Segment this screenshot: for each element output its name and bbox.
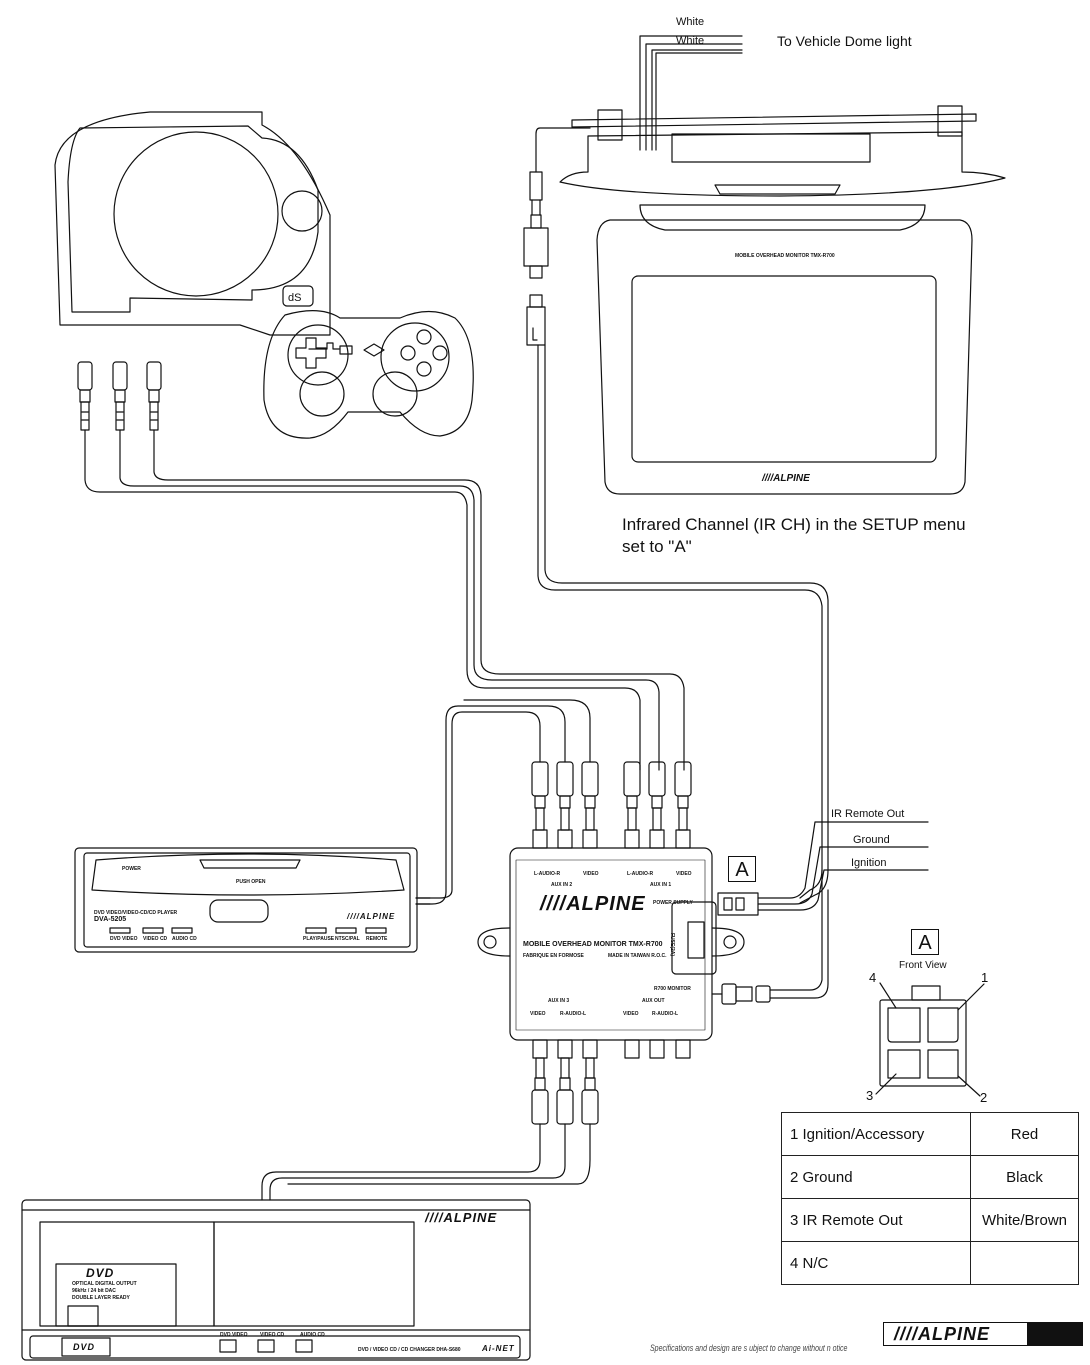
pin-cell: 3 IR Remote Out [781, 1198, 971, 1242]
pin-cell: 4 N/C [781, 1241, 971, 1285]
dvd-changer-feature-2: 96kHz / 24 bit DAC [72, 1288, 116, 1294]
r700-monitor-label: R700 MONITOR [654, 986, 691, 992]
color-cell: White/Brown [970, 1198, 1079, 1242]
table-row: 3 IR Remote Out White/Brown [781, 1198, 1079, 1242]
table-row: 2 Ground Black [781, 1155, 1079, 1199]
dvd-changer-btn-dvd-video: DVD VIDEO [220, 1332, 248, 1338]
dvd-player-icon [74, 847, 431, 953]
pin-assignment-table: 1 Ignition/Accessory Red 2 Ground Black … [781, 1112, 1079, 1285]
monitor-model-label: MOBILE OVERHEAD MONITOR TMX-R700 [735, 253, 835, 259]
dvd-player-power-label: POWER [122, 866, 141, 872]
control-box-icon [477, 821, 929, 1059]
pin-cell: 1 Ignition/Accessory [781, 1112, 971, 1156]
color-cell: Red [970, 1112, 1079, 1156]
dvd-player-btn-video-cd: VIDEO CD [143, 936, 168, 942]
auxout-video-label: VIDEO [623, 1011, 639, 1017]
footer-logo-block [1027, 1323, 1082, 1345]
dvd-changer-btn-audio-cd: AUDIO CD [300, 1332, 325, 1338]
dvd-player-btn-play-pause: PLAY/PAUSE [303, 936, 335, 942]
control-box-input-plugs [415, 699, 692, 905]
dvd-player-btn-remote: REMOTE [366, 936, 388, 942]
control-box-made-in: MADE IN TAIWAN R.O.C. [608, 953, 667, 959]
color-cell: Black [970, 1155, 1079, 1199]
control-box-brand: ////ALPINE [540, 893, 646, 915]
aux2-audio-label: L-AUDIO-R [534, 871, 561, 877]
monitor-brand-label: ////ALPINE [761, 473, 810, 484]
aux-out-label: AUX OUT [642, 998, 665, 1004]
dvd-changer-feature-1: OPTICAL DIGITAL OUTPUT [72, 1281, 137, 1287]
dvd-player-title: DVD VIDEO/VIDEO-CD/CD PLAYER [94, 910, 178, 916]
connector-pin-3: 3 [866, 1088, 874, 1103]
overhead-monitor-icon: MOBILE OVERHEAD MONITOR TMX-R700 ////ALP… [523, 35, 1006, 904]
gamepad-icon [263, 310, 474, 439]
power-supply-label: POWER SUPPLY [653, 900, 693, 906]
dvd-player-model: DVA-5205 [94, 916, 127, 923]
footer-logo: ////ALPINE [883, 1322, 1083, 1346]
footer-disclaimer: Specifications and design are s ubject t… [650, 1343, 848, 1353]
svg-text:dS: dS [288, 292, 301, 304]
dome-wire-label-2: White [676, 35, 705, 47]
table-row: 1 Ignition/Accessory Red [781, 1112, 1079, 1156]
dvd-changer-badge: DVD [86, 1266, 115, 1280]
table-row: 4 N/C [781, 1241, 1079, 1285]
dvd-player-btn-dvd-video: DVD VIDEO [110, 936, 138, 942]
game-console-icon: dS [54, 111, 331, 336]
dvd-changer-btn-video-cd: VIDEO CD [260, 1332, 285, 1338]
dvd-changer-ainet: Ai-NET [482, 1344, 515, 1353]
footer-brand: ////ALPINE [894, 1324, 991, 1344]
dvd-changer-feature-3: DOUBLE LAYER READY [72, 1295, 130, 1301]
auxout-audio-label: R-AUDIO-L [652, 1011, 679, 1017]
dvd-changer-brand: ////ALPINE [425, 1210, 498, 1225]
aux3-audio-label: R-AUDIO-L [560, 1011, 587, 1017]
aux-in-1-label: AUX IN 1 [650, 882, 672, 888]
pin-cell: 2 Ground [781, 1155, 971, 1199]
aux3-video-label: VIDEO [530, 1011, 546, 1017]
dome-wire-label-1: White [676, 16, 705, 28]
harness-label-ignition: Ignition [851, 857, 887, 869]
connector-a-view-label: Front View [899, 960, 947, 971]
control-box-title: MOBILE OVERHEAD MONITOR TMX-R700 [523, 941, 663, 948]
dvd-player-push-open: PUSH OPEN [236, 879, 266, 885]
dome-light-destination: To Vehicle Dome light [777, 33, 912, 49]
harness-label-ground: Ground [853, 834, 890, 846]
color-cell [970, 1241, 1079, 1285]
dvd-changer-model-line: DVD / VIDEO CD / CD CHANGER DHA-S680 [358, 1347, 461, 1353]
aux-in-3-label: AUX IN 3 [548, 998, 570, 1004]
connector-a-front-view [875, 982, 985, 1097]
connector-a-title: A [911, 929, 939, 955]
dvd-changer-dvd-logo: DVD [73, 1342, 96, 1352]
connector-pin-4: 4 [869, 970, 877, 985]
aux1-video-label: VIDEO [676, 871, 692, 877]
dvd-changer-icon [21, 1199, 531, 1361]
fuse-label: FUSE(2A) [669, 933, 675, 957]
aux-in-2-label: AUX IN 2 [551, 882, 573, 888]
control-box-aux3-plugs [261, 1057, 599, 1201]
aux2-video-label: VIDEO [583, 871, 599, 877]
control-box-fabrique: FABRIQUE EN FORMOSE [523, 953, 584, 959]
ir-channel-note: Infrared Channel (IR CH) in the SETUP me… [622, 515, 966, 556]
dvd-player-btn-audio-cd: AUDIO CD [172, 936, 197, 942]
dvd-player-brand: ////ALPINE [347, 912, 396, 921]
dvd-player-btn-ntsc-pal: NTSC/PAL [335, 936, 360, 942]
connector-pin-2: 2 [980, 1090, 988, 1105]
connector-a-callout: A [728, 856, 756, 882]
connector-pin-1: 1 [981, 970, 989, 985]
aux1-audio-label: L-AUDIO-R [627, 871, 654, 877]
console-rca-plugs [77, 361, 685, 771]
harness-label-ir-remote: IR Remote Out [831, 808, 905, 820]
